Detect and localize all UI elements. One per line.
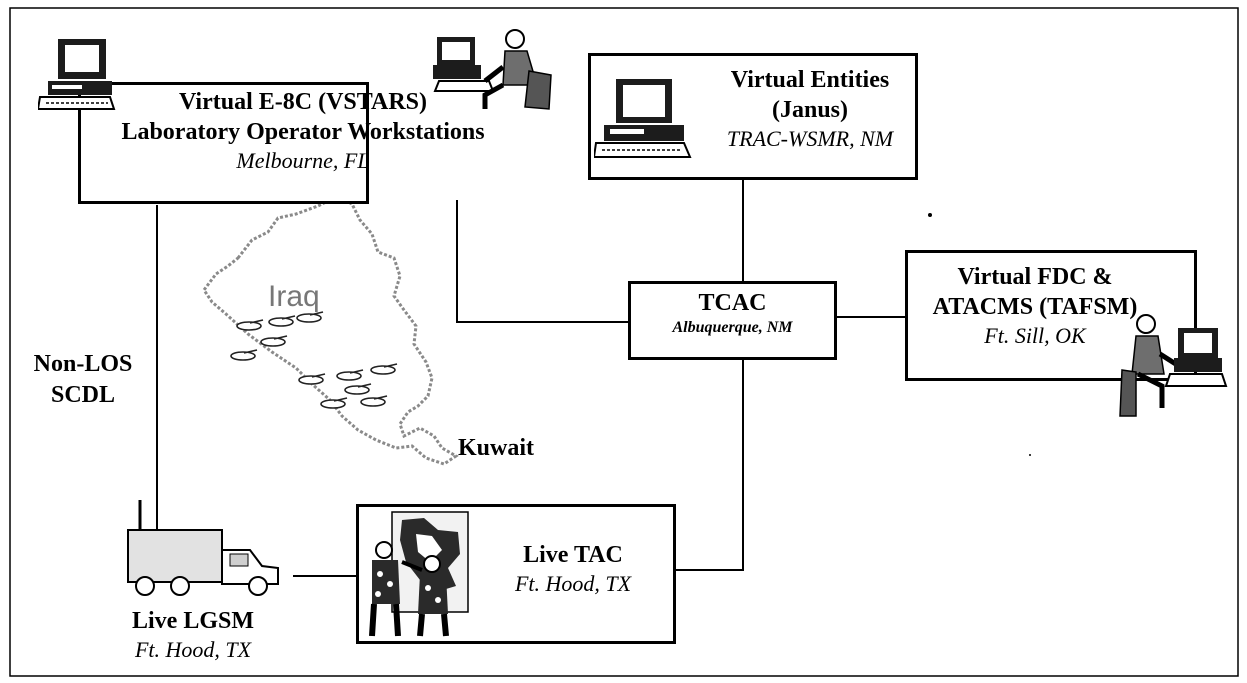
tank-icon [370, 363, 398, 375]
iraq-label: Iraq [268, 280, 320, 313]
stray-dot [1029, 454, 1031, 456]
tcac-title: TCAC [698, 290, 767, 316]
janus-location: TRAC-WSMR, NM [726, 126, 894, 151]
tank-icon [298, 373, 326, 385]
tank-icon [320, 397, 348, 409]
iraq-map [202, 194, 459, 466]
tac-node-label: Live TAC Ft. Hood, TX [478, 540, 668, 598]
tcac-location: Albuquerque, NM [672, 319, 793, 336]
lgsm-node-label: Live LGSM Ft. Hood, TX [100, 606, 286, 664]
tcac-node-box [628, 281, 837, 360]
kuwait-label: Kuwait [458, 435, 535, 461]
tafsm-location: Ft. Sill, OK [984, 323, 1086, 348]
tafsm-title-line2: ATACMS (TAFSM) [932, 294, 1138, 320]
seated-operator-icon [433, 29, 552, 110]
tank-icon [268, 315, 296, 327]
computer-workstation-icon [594, 79, 692, 158]
vstars-location: Melbourne, FL [236, 148, 370, 173]
vstars-node-label: Virtual E-8C (VSTARS) Laboratory Operato… [68, 87, 538, 175]
truck-wheel [135, 576, 155, 596]
iraq-outline [202, 194, 459, 466]
janus-title-line2: (Janus) [771, 97, 849, 123]
lgsm-location: Ft. Hood, TX [134, 637, 252, 662]
connections [156, 180, 905, 577]
lgsm-title: Live LGSM [131, 608, 254, 634]
tac-title: Live TAC [523, 542, 623, 568]
vstars-title-line1: Virtual E-8C (VSTARS) [178, 89, 427, 115]
tac-location: Ft. Hood, TX [514, 571, 632, 596]
truck-wheel [170, 576, 190, 596]
truck-window [229, 553, 249, 567]
janus-node-label: Virtual Entities (Janus) TRAC-WSMR, NM [690, 65, 930, 153]
vstars-title-line2: Laboratory Operator Workstations [121, 119, 485, 145]
truck-wheel [248, 576, 268, 596]
vstars-node-box [78, 82, 369, 204]
janus-title-line1: Virtual Entities [730, 67, 890, 93]
tcac-node-label: TCAC Albuquerque, NM [628, 288, 837, 338]
tank-icon [336, 369, 364, 381]
tafsm-title-line1: Virtual FDC & [957, 264, 1113, 290]
link-vstars-tcac [456, 200, 628, 323]
soldiers-at-map-icon [369, 511, 469, 637]
stray-dot [928, 213, 932, 217]
non-los-line1: Non-LOS [33, 351, 133, 377]
non-los-scdl-label: Non-LOS SCDL [28, 349, 138, 411]
tank-icon [260, 335, 288, 347]
tank-icon [296, 311, 324, 323]
non-los-line2: SCDL [50, 382, 116, 409]
tank-icon [360, 395, 388, 407]
link-tcac-tac [676, 360, 744, 571]
tank-icon [230, 349, 258, 361]
tank-icon [344, 383, 372, 395]
tank-icons [230, 311, 398, 409]
computer-workstation-icon [38, 39, 116, 110]
tank-icon [236, 319, 264, 331]
truck-icon [127, 500, 279, 596]
diagram-frame [9, 7, 1239, 677]
truck-cargo-box [127, 529, 223, 583]
tafsm-node-label: Virtual FDC & ATACMS (TAFSM) Ft. Sill, O… [905, 262, 1165, 350]
seated-operator-icon [1119, 314, 1228, 417]
